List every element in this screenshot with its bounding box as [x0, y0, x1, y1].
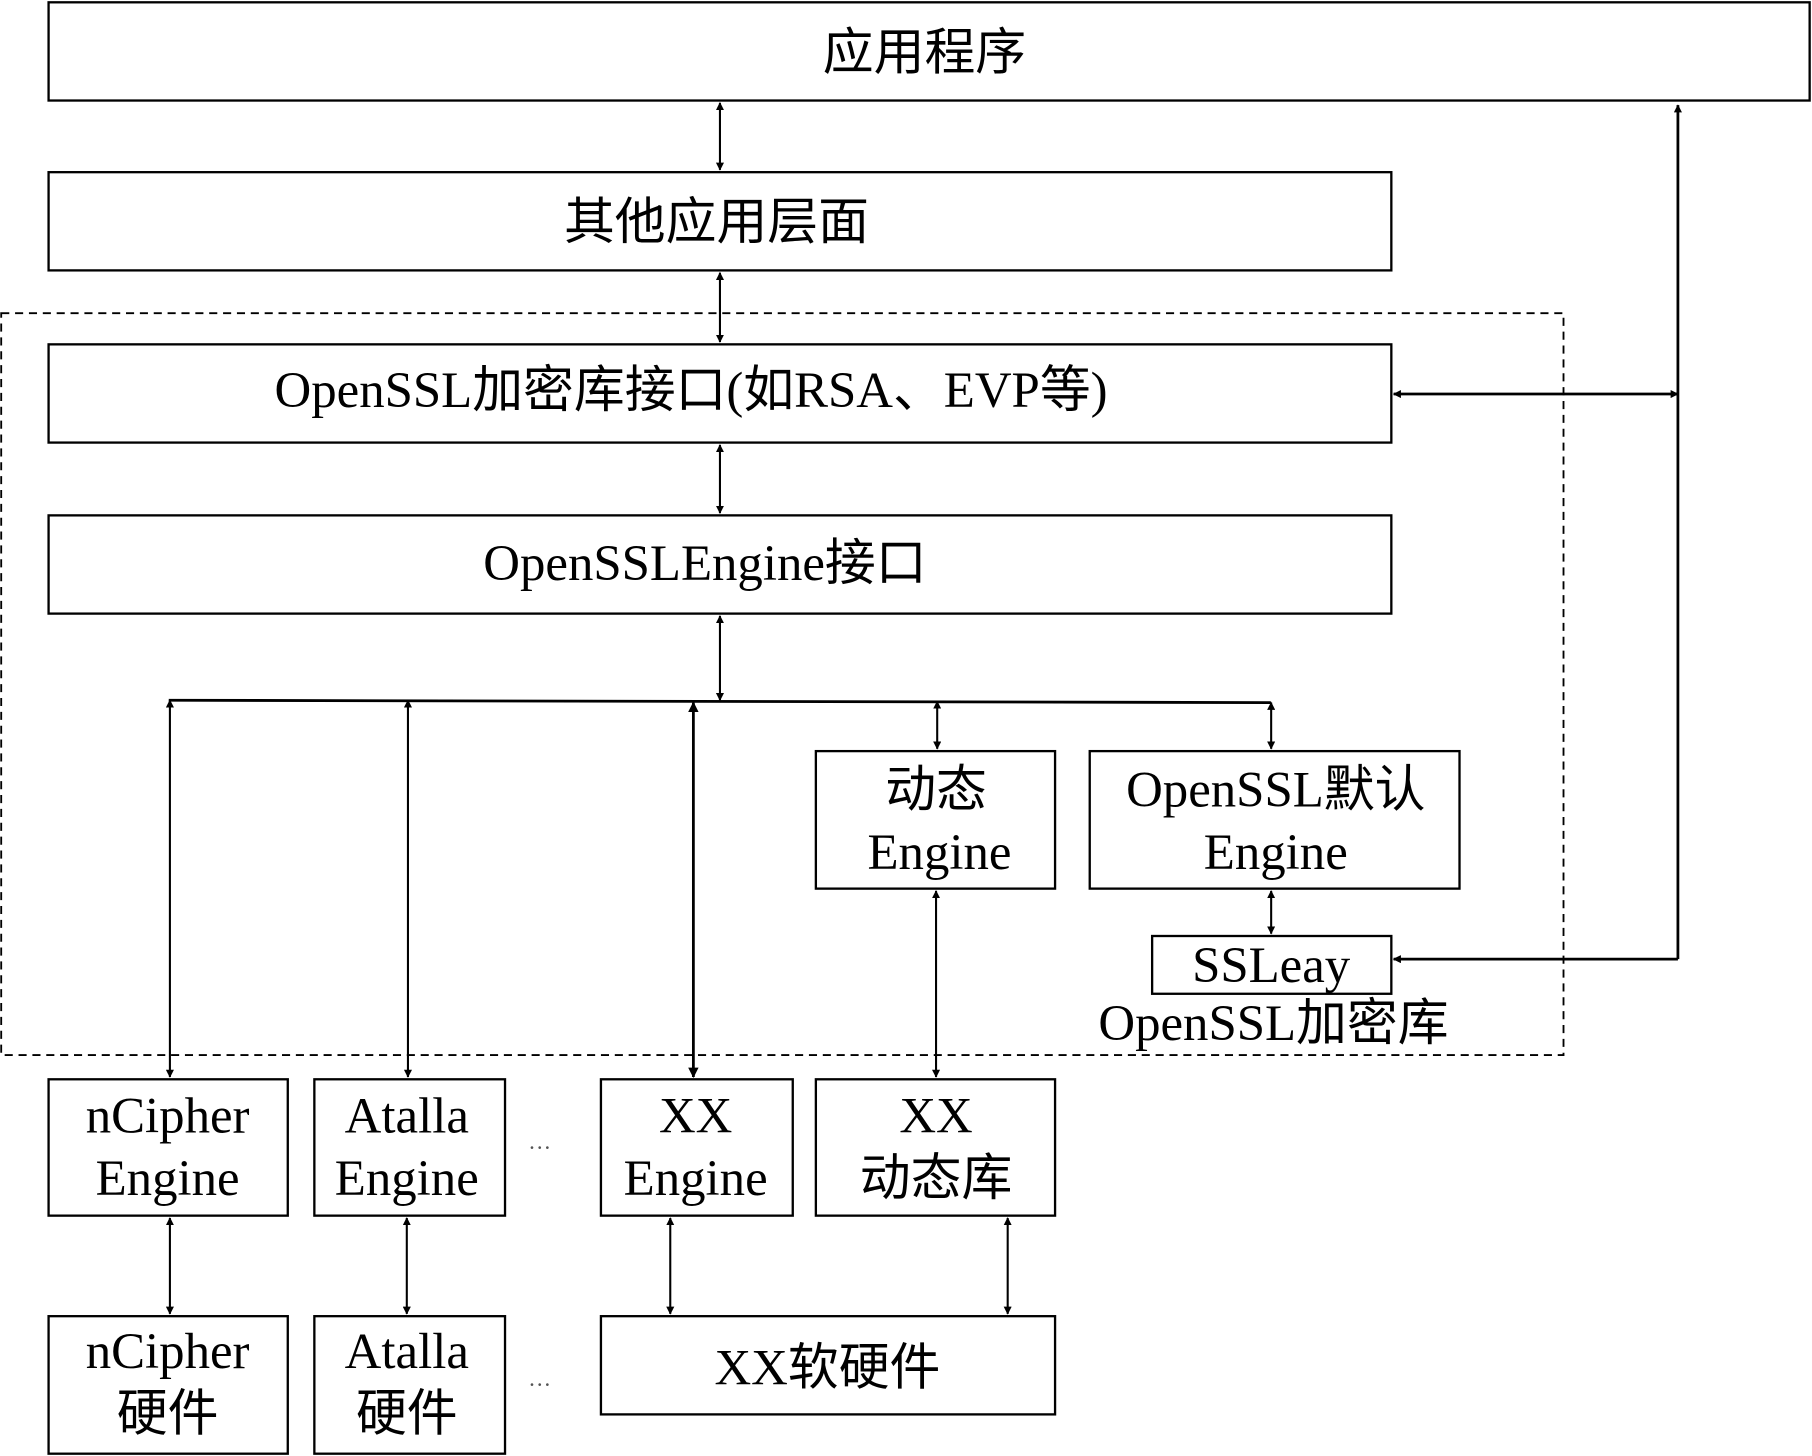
- node-ncipher-engine-line1: nCipher: [86, 1087, 250, 1143]
- node-xx-dynlib-line1: XX: [899, 1087, 972, 1143]
- node-ssleay: SSLeay: [1150, 934, 1393, 995]
- node-engine-api-label: OpenSSLEngine接口: [483, 535, 926, 591]
- node-atalla-hw-line1: Atalla: [345, 1323, 469, 1379]
- node-xx-swhw-label: XX软硬件: [714, 1339, 940, 1395]
- node-atalla-engine-line1: Atalla: [345, 1087, 469, 1143]
- node-xx-engine-line2: Engine: [624, 1150, 768, 1206]
- openssl-library-region: [0, 312, 1565, 1056]
- node-ncipher-engine: nCipher Engine: [47, 1078, 289, 1217]
- node-engine-api: OpenSSLEngine接口: [47, 514, 1393, 615]
- node-crypto-api-label: OpenSSL加密库接口(如RSA、EVP等): [275, 362, 1108, 418]
- node-dynamic-engine-line2: Engine: [868, 824, 1012, 880]
- node-other-app-layer: 其他应用层面: [47, 171, 1393, 272]
- node-ncipher-hw-line1: nCipher: [86, 1323, 250, 1379]
- node-default-engine-line1: OpenSSL默认: [1126, 762, 1425, 818]
- node-dynamic-engine: 动态 Engine: [814, 749, 1057, 890]
- node-atalla-engine: Atalla Engine: [313, 1078, 507, 1217]
- node-atalla-hw: Atalla 硬件: [313, 1315, 507, 1455]
- node-default-engine-line2: Engine: [1204, 824, 1348, 880]
- node-ncipher-engine-line2: Engine: [96, 1150, 240, 1206]
- node-app: 应用程序: [47, 1, 1811, 102]
- ellipsis-hardware: ···: [528, 1371, 551, 1397]
- crypto-lib-label: OpenSSL加密库: [1098, 995, 1448, 1051]
- node-ncipher-hw: nCipher 硬件: [47, 1315, 289, 1455]
- node-default-engine: OpenSSL默认 Engine: [1088, 749, 1461, 890]
- node-xx-dynlib-line2: 动态库: [860, 1150, 1013, 1206]
- ellipsis-engines: ···: [528, 1135, 551, 1161]
- node-crypto-api: OpenSSL加密库接口(如RSA、EVP等): [47, 343, 1393, 444]
- node-xx-swhw: XX软硬件: [599, 1315, 1057, 1416]
- node-xx-engine-line1: XX: [659, 1087, 732, 1143]
- node-ssleay-label: SSLeay: [1192, 937, 1351, 993]
- node-xx-dynlib: XX 动态库: [814, 1078, 1057, 1217]
- node-xx-engine: XX Engine: [599, 1078, 794, 1217]
- engine-bus: [168, 698, 1272, 704]
- node-app-label: 应用程序: [823, 24, 1026, 80]
- node-dynamic-engine-line1: 动态: [885, 762, 987, 818]
- node-atalla-engine-line2: Engine: [335, 1150, 479, 1206]
- node-ncipher-hw-line2: 硬件: [117, 1386, 219, 1442]
- node-other-app-layer-label: 其他应用层面: [564, 194, 869, 250]
- node-atalla-hw-line2: 硬件: [356, 1386, 458, 1442]
